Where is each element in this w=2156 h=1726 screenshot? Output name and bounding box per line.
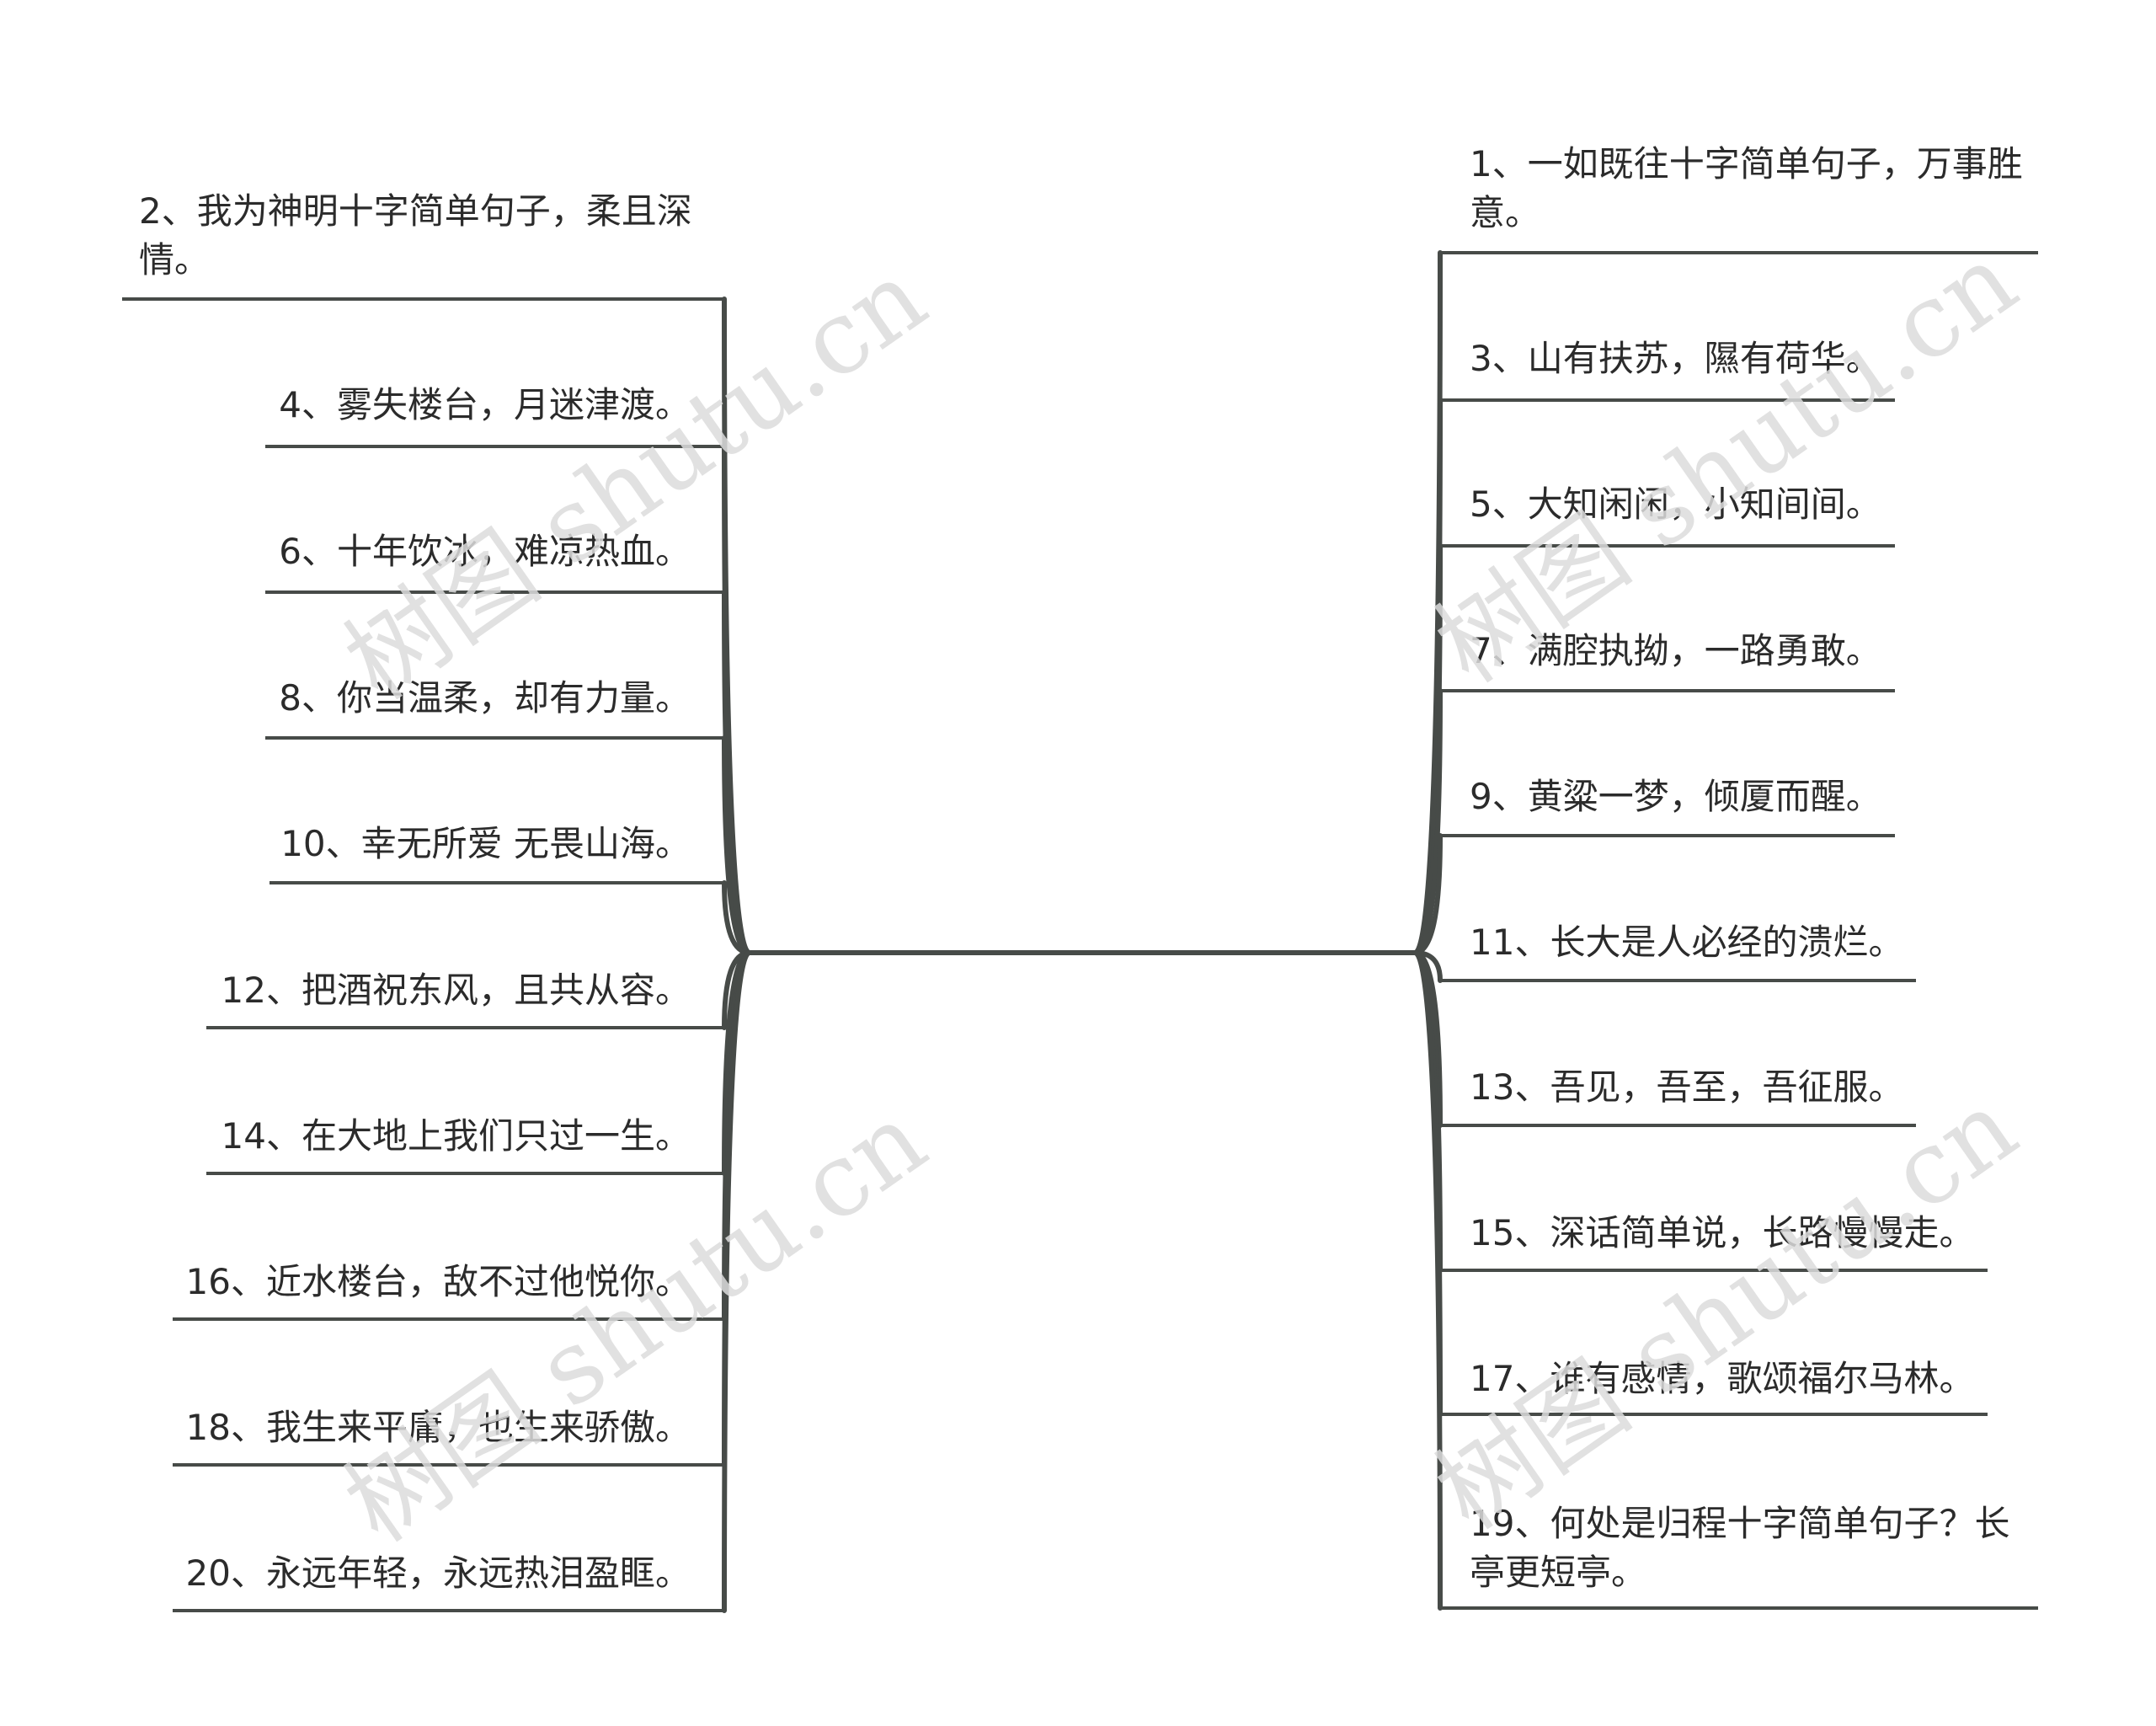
right-node-3: 3、山有扶苏，隰有荷华。 [1470,338,1881,379]
left-node-2: 2、我为神明十字简单句子，柔且深情。 [139,190,692,281]
right-node-9: 9、黄粱一梦，倾厦而醒。 [1470,776,1881,817]
right-node-11: 11、长大是人必经的溃烂。 [1470,922,1904,963]
right-node-15: 15、深话简单说，长路慢慢走。 [1470,1212,1975,1253]
left-node-12: 12、把酒祝东风，且共从容。 [221,970,691,1011]
right-branch-connector [1412,950,1443,1611]
right-node-13: 13、吾见，吾至，吾征服。 [1470,1066,1904,1108]
right-node-19: 19、何处是归程十字简单句子？长亭更短亭。 [1470,1503,2010,1593]
left-node-8: 8、你当温柔，却有力量。 [279,677,691,719]
right-node-1: 1、一如既往十字简单句子，万事胜意。 [1470,143,2023,233]
left-node-14: 14、在大地上我们只过一生。 [221,1115,691,1157]
left-node-20: 20、永远年轻，永远热泪盈眶。 [185,1552,691,1594]
left-node-16: 16、近水楼台，敌不过他悦你。 [185,1261,691,1302]
left-branch-connector [722,950,752,1613]
right-node-17: 17、谁有感情，歌颂福尔马林。 [1470,1358,1975,1399]
right-node-5: 5、大知闲闲，小知间间。 [1470,484,1881,525]
left-node-18: 18、我生来平庸，也生来骄傲。 [185,1407,691,1448]
left-node-10: 10、幸无所爱 无畏山海。 [280,823,691,864]
right-node-7: 7、满腔执拗，一路勇敢。 [1470,630,1881,671]
left-node-6: 6、十年饮冰，难凉热血。 [279,531,691,572]
left-node-4: 4、雾失楼台，月迷津渡。 [279,384,691,425]
